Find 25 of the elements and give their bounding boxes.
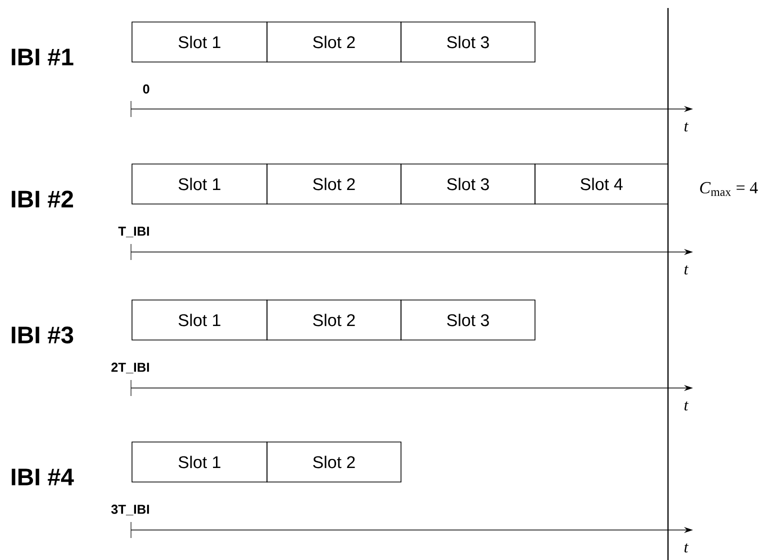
tick-label: 0 [143,84,150,94]
slot-box: Slot 4 [534,164,668,204]
row-label: IBI #3 [12,326,74,344]
slot-box: Slot 1 [132,164,268,204]
slot-box: Slot 3 [400,164,536,204]
slot-box: Slot 2 [266,442,402,482]
slot-box: Slot 2 [266,300,402,340]
slot-box: Slot 1 [132,22,268,62]
capacity-label: C$_{max}$ = 4 [700,182,758,196]
slot-box: Slot 2 [266,22,402,62]
tick-label: T_IBI [118,226,149,238]
slot-box: Slot 3 [400,22,536,62]
row-label: IBI #4 [12,468,74,486]
row-label: IBI #2 [12,190,74,208]
axis-label: t [684,401,689,411]
tick-label: 3T_IBI [111,504,149,516]
row-label: IBI #1 [12,48,74,66]
slot-box: Slot 1 [132,442,268,482]
axis-label: t [684,265,689,275]
slot-box: Slot 2 [266,164,402,204]
slot-box: Slot 1 [132,300,268,340]
axis-label: t [684,543,689,553]
axis-label: t [684,122,689,132]
tick-label: 2T_IBI [111,362,149,374]
slot-box: Slot 3 [400,300,536,340]
